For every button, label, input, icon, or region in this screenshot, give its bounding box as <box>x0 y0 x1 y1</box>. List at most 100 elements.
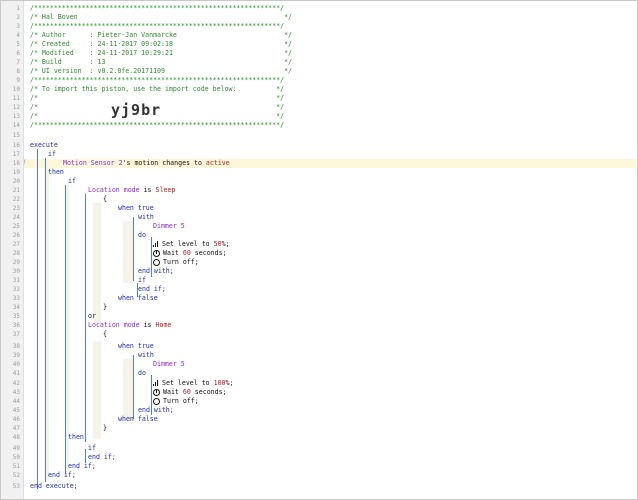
block-bar-if <box>45 158 46 482</box>
block-bar-with <box>133 217 134 281</box>
keyword-end-with: end with; <box>138 267 174 275</box>
comment-author: /* Author : Pieter-Jan Vanmarcke */ <box>30 31 293 39</box>
line-number: 20 <box>12 178 20 185</box>
line-number: 1 <box>16 5 20 12</box>
line-number: 29 <box>12 259 20 266</box>
action-set-level[interactable]: Set level to 50%; <box>153 240 230 249</box>
line-number: 44 <box>12 398 20 405</box>
line-number: 33 <box>12 295 20 302</box>
line-number: 47 <box>12 425 20 432</box>
line-number: 24 <box>12 214 20 221</box>
indent-shade <box>93 341 101 439</box>
keyword-then: then <box>48 168 64 176</box>
action-turn-off[interactable]: Turn off; <box>153 258 199 267</box>
line-number: 52 <box>12 472 20 479</box>
line-number: 3 <box>16 23 20 30</box>
keyword-end-if: end if; <box>48 471 76 479</box>
action-text: %; <box>221 240 230 248</box>
action-text: Set level to <box>162 240 214 248</box>
close-brace: } <box>103 424 107 432</box>
action-wait[interactable]: Wait 60 seconds; <box>153 249 227 258</box>
keyword-when-false: when false <box>118 415 158 423</box>
block-bar-do-2 <box>151 375 152 415</box>
signal-level-icon <box>153 380 159 386</box>
keyword-when-true: when true <box>118 204 154 212</box>
device-dimmer[interactable]: Dimmer 5 <box>153 222 185 230</box>
line-number: 5 <box>16 41 20 48</box>
action-wait[interactable]: Wait 60 seconds; <box>153 388 227 397</box>
keyword-then: then <box>68 433 84 441</box>
keyword-with: with <box>138 213 154 221</box>
keyword-if: if <box>88 444 96 452</box>
line-number: 9 <box>16 77 20 84</box>
wait-value: 60 <box>182 388 191 396</box>
line-number: 11 <box>12 95 20 102</box>
line-number: 36 <box>12 322 20 329</box>
condition-operator: is <box>139 186 156 194</box>
wait-value: 60 <box>182 249 191 257</box>
condition-location-sleep[interactable]: Location mode is Sleep <box>88 186 175 195</box>
keyword-end-with: end with; <box>138 406 174 414</box>
line-number: 38 <box>12 343 20 350</box>
import-code[interactable]: yj9br <box>111 101 162 119</box>
block-bar-execute <box>37 149 38 489</box>
line-number: 51 <box>12 463 20 470</box>
operator-or: or <box>88 312 96 320</box>
comment-created: /* Created : 24-11-2017 09:02:18 */ <box>30 40 293 48</box>
line-number: 21 <box>12 187 20 194</box>
comment-ui-version: /* UI version : v0.2.0fe.20171109 */ <box>30 67 293 75</box>
action-set-level[interactable]: Set level to 100%; <box>153 379 233 388</box>
comment-blank: /* */ <box>30 94 285 102</box>
line-number: 40 <box>12 361 20 368</box>
line-number: 53 <box>12 483 20 490</box>
power-off-icon <box>153 258 160 266</box>
action-text: Turn off; <box>163 397 199 405</box>
clock-icon <box>153 388 160 396</box>
condition-location-home[interactable]: Location mode is Home <box>88 321 171 330</box>
action-text: Wait <box>163 388 183 396</box>
line-number: 35 <box>12 313 20 320</box>
comment-blank: /* */ <box>30 103 285 111</box>
indent-shade <box>45 167 49 481</box>
action-text: Turn off; <box>163 258 199 266</box>
close-brace: } <box>103 303 107 311</box>
condition-motion[interactable]: Motion Sensor 2's motion changes to acti… <box>63 159 230 168</box>
signal-level-icon <box>153 241 159 247</box>
block-bar-empty-if-2 <box>85 449 86 463</box>
line-number: 14 <box>12 122 20 129</box>
line-number: 27 <box>12 241 20 248</box>
comment-import-hint: /* To import this piston, use the import… <box>30 85 285 93</box>
line-number: 2 <box>16 14 20 21</box>
line-number: 49 <box>12 445 20 452</box>
action-text: seconds; <box>190 249 227 257</box>
keyword-end-execute: end execute; <box>30 482 78 490</box>
keyword-if: if <box>138 276 146 284</box>
condition-text: 's motion changes to <box>122 159 206 167</box>
line-number: 25 <box>12 223 20 230</box>
line-number: 17 <box>12 151 20 158</box>
line-number: 4 <box>16 32 20 39</box>
line-number: 46 <box>12 416 20 423</box>
open-brace: { <box>103 330 107 338</box>
device-motion-sensor: Motion Sensor 2 <box>63 159 123 167</box>
line-number: 34 <box>12 304 20 311</box>
line-number: 28 <box>12 250 20 257</box>
line-number: 43 <box>12 389 20 396</box>
mode-value-home: Home <box>155 321 172 329</box>
comment-border: /***************************************… <box>30 4 285 12</box>
block-bar-condition-home <box>85 332 86 442</box>
action-turn-off[interactable]: Turn off; <box>153 397 199 406</box>
line-number: 10 <box>12 86 20 93</box>
comment-border: /***************************************… <box>30 22 285 30</box>
device-dimmer[interactable]: Dimmer 5 <box>153 360 185 368</box>
indent-shade <box>93 203 101 323</box>
line-number: 30 <box>12 268 20 275</box>
line-number-gutter <box>1 1 24 499</box>
location-mode: Location mode <box>88 321 140 329</box>
line-number: 6 <box>16 50 20 57</box>
block-bar-do <box>151 237 152 277</box>
line-number: 32 <box>12 286 20 293</box>
line-number: 8 <box>16 68 20 75</box>
